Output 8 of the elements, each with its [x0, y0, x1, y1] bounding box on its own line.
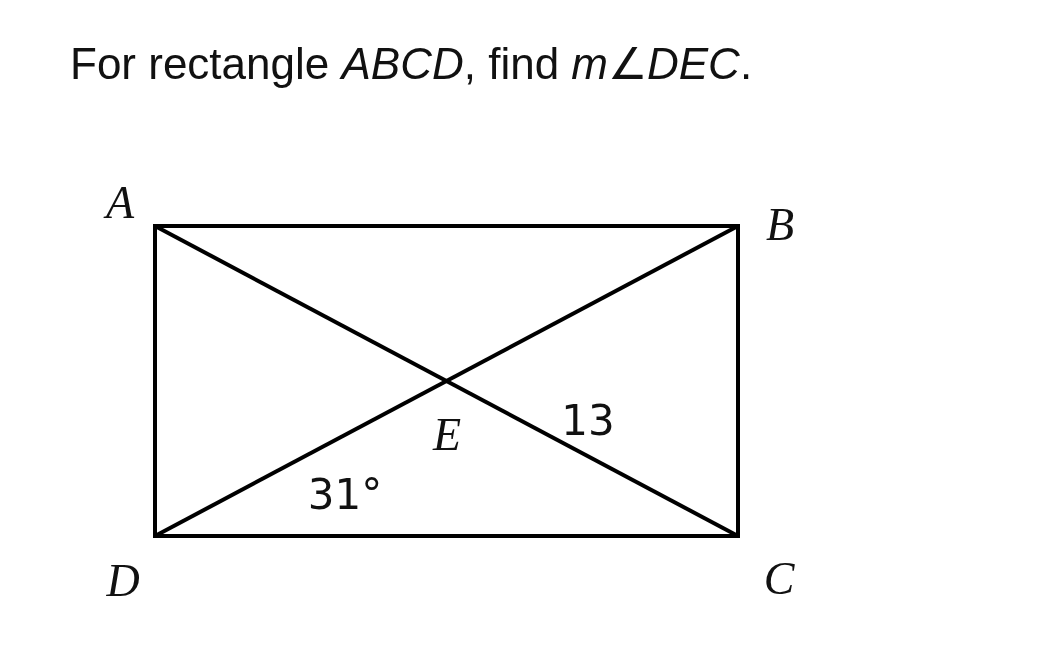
vertex-label: E [432, 407, 462, 461]
vertex-label: D [106, 553, 140, 607]
vertex-label: A [105, 175, 135, 229]
vertex-label: B [765, 197, 795, 251]
question-text: For rectangle ABCD, find m∠DEC. [70, 38, 753, 89]
length-label: 13 [561, 395, 615, 445]
angle-label: 31° [307, 469, 383, 519]
vertex-label: C [763, 551, 795, 605]
